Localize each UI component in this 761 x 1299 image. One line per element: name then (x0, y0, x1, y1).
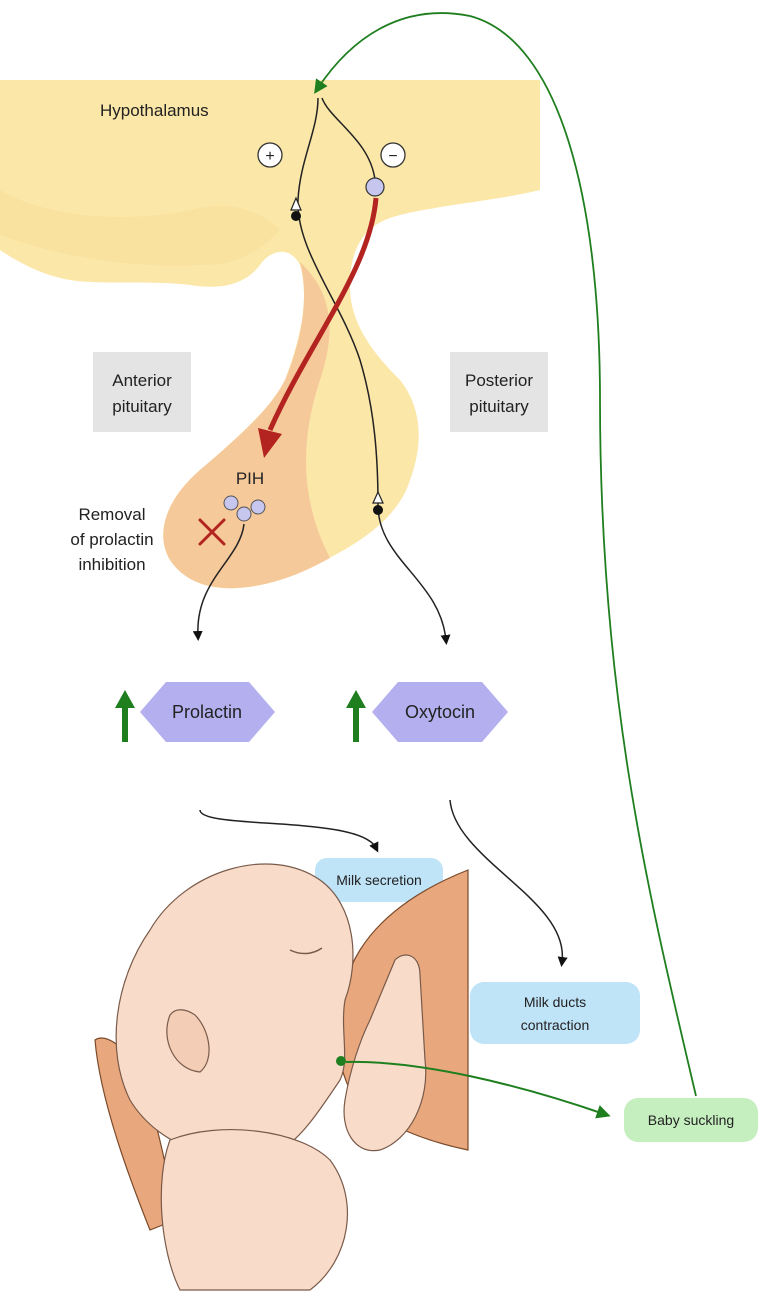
oxytocin-hexagon: Oxytocin (372, 682, 508, 742)
pih-neuron-body (366, 178, 384, 196)
removal-label-line1: Removal (78, 505, 145, 524)
milk-ducts-label-line2: contraction (521, 1017, 589, 1033)
milk-secretion-label: Milk secretion (336, 872, 422, 888)
pih-label: PIH (236, 469, 264, 488)
baby-suckling-label: Baby suckling (648, 1112, 734, 1128)
oxytocin-increase-up-arrow-icon (346, 690, 366, 742)
posterior-label-line2: pituitary (469, 397, 529, 416)
minus-sign: − (388, 148, 397, 165)
suckling-point (336, 1056, 346, 1066)
removal-label-line2: of prolactin (70, 530, 153, 549)
baby-feeding-illustration (95, 864, 468, 1290)
removal-label-line3: inhibition (78, 555, 145, 574)
prolactin-to-milk-secretion-arrow (200, 810, 376, 848)
hypothalamus-label: Hypothalamus (100, 101, 209, 120)
posterior-pituitary-box: Posterior pituitary (450, 352, 548, 432)
prolactin-increase-up-arrow-icon (115, 690, 135, 742)
anterior-label-line1: Anterior (112, 371, 172, 390)
prolactin-hexagon: Prolactin (140, 682, 275, 742)
anterior-label-line2: pituitary (112, 397, 172, 416)
milk-ducts-pill: Milk ducts contraction (470, 982, 640, 1044)
prolactin-label: Prolactin (172, 702, 242, 722)
inhibition-sign: − (381, 143, 405, 167)
baby-head (116, 864, 353, 1158)
oxytocin-label: Oxytocin (405, 702, 475, 722)
posterior-label-line1: Posterior (465, 371, 533, 390)
anterior-pituitary-box: Anterior pituitary (93, 352, 191, 432)
baby-body (161, 1130, 347, 1290)
plus-sign: + (265, 148, 274, 165)
stimulation-sign: + (258, 143, 282, 167)
milk-ducts-label-line1: Milk ducts (524, 994, 586, 1010)
baby-suckling-pill: Baby suckling (624, 1098, 758, 1142)
